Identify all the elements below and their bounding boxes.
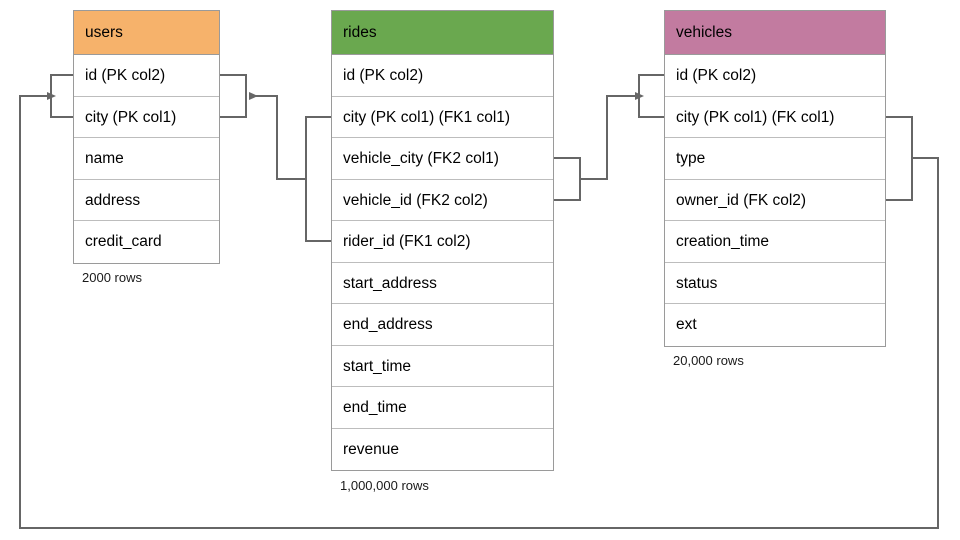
field-rides-vehicle-id[interactable]: vehicle_id (FK2 col2) — [332, 180, 553, 221]
field-rides-end-address[interactable]: end_address — [332, 304, 553, 346]
field-vehicles-ext[interactable]: ext — [676, 316, 697, 333]
rel3-source-bracket — [886, 116, 913, 201]
field-users-id[interactable]: id (PK col2) — [74, 55, 219, 97]
rel2-target-bracket — [638, 74, 664, 118]
field-rides-vehicle-city[interactable]: vehicle_city (FK2 col1) — [332, 138, 553, 180]
field-users-address[interactable]: address — [74, 180, 219, 221]
table-vehicles[interactable]: vehicles id (PK col2) city (PK col1) (FK… — [664, 10, 886, 347]
rel3-target-bracket — [50, 74, 73, 118]
field-rides-city[interactable]: city (PK col1) (FK1 col1) — [332, 97, 553, 138]
field-vehicles-status[interactable]: status — [665, 263, 885, 304]
field-users-name[interactable]: name — [74, 138, 219, 180]
row-count-users: 2000 rows — [82, 270, 142, 285]
field-rides-end-time[interactable]: end_time — [332, 387, 553, 429]
rel2-path — [580, 92, 644, 180]
field-rides-start-time[interactable]: start_time — [332, 346, 553, 387]
field-users-credit-card[interactable]: credit_card — [85, 233, 162, 250]
row-count-rides: 1,000,000 rows — [340, 478, 429, 493]
field-rides-id[interactable]: id (PK col2) — [332, 55, 553, 97]
field-vehicles-creation-time[interactable]: creation_time — [665, 221, 885, 263]
field-vehicles-type[interactable]: type — [665, 138, 885, 180]
field-vehicles-owner-id[interactable]: owner_id (FK col2) — [665, 180, 885, 221]
row-count-vehicles: 20,000 rows — [673, 353, 744, 368]
field-users-city[interactable]: city (PK col1) — [74, 97, 219, 138]
field-vehicles-id[interactable]: id (PK col2) — [665, 55, 885, 97]
rel1-target-bracket — [220, 74, 247, 118]
field-rides-rider-id[interactable]: rider_id (FK1 col2) — [332, 221, 553, 263]
table-vehicles-header: vehicles — [665, 11, 885, 55]
field-rides-revenue[interactable]: revenue — [343, 440, 400, 458]
rel1-source-bracket — [305, 116, 331, 242]
table-rides[interactable]: rides id (PK col2) city (PK col1) (FK1 c… — [331, 10, 554, 471]
table-users[interactable]: users id (PK col2) city (PK col1) name a… — [73, 10, 220, 264]
rel1-path — [249, 92, 306, 180]
rel2-source-bracket — [554, 157, 581, 201]
field-vehicles-city[interactable]: city (PK col1) (FK col1) — [665, 97, 885, 138]
field-rides-start-address[interactable]: start_address — [332, 263, 553, 304]
table-rides-header: rides — [332, 11, 553, 55]
table-users-header: users — [74, 11, 219, 55]
